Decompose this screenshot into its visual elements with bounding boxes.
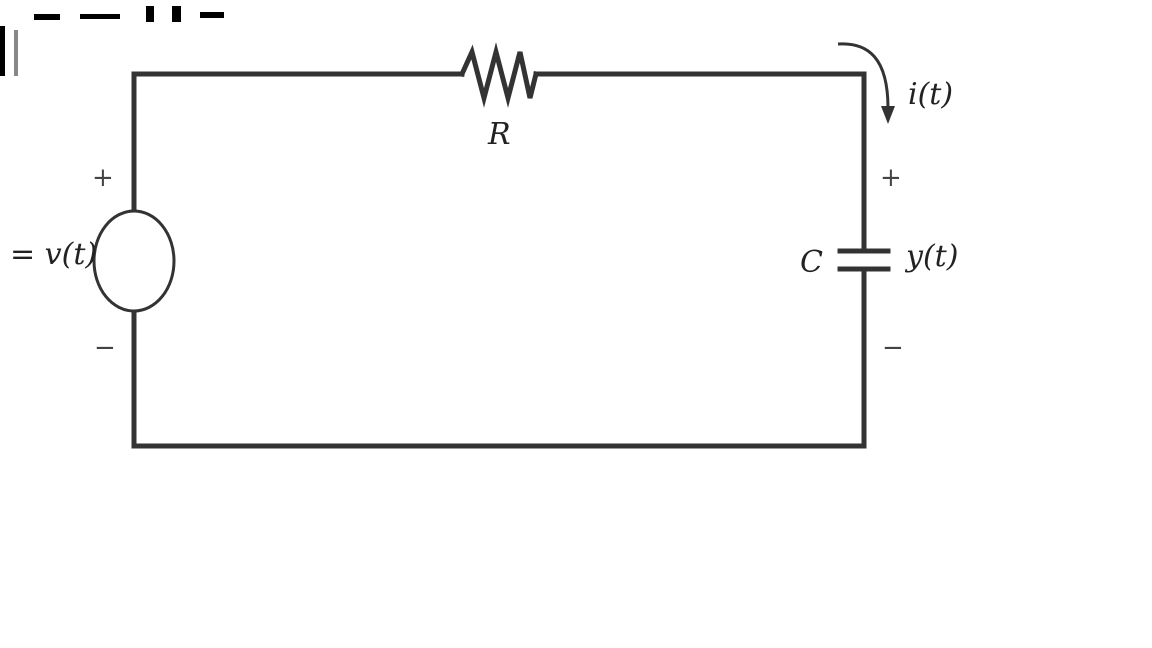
source-label: = v(t) <box>10 237 97 272</box>
source-minus-sign: − <box>94 333 116 363</box>
cropped-text-fragment <box>0 6 224 76</box>
resistor-label: R <box>487 117 511 152</box>
top-right-wire <box>533 71 867 253</box>
output-minus-sign: − <box>882 333 904 363</box>
current-arrowhead-icon <box>881 106 895 124</box>
voltage-source <box>92 209 176 313</box>
output-plus-sign: + <box>880 163 902 193</box>
current-arrow <box>837 42 890 109</box>
output-label: y(t) <box>904 239 958 274</box>
current-label: i(t) <box>908 77 953 112</box>
bottom-wire <box>131 267 867 449</box>
resistor <box>458 42 540 108</box>
top-left-wire <box>131 71 465 215</box>
capacitor-label: C <box>800 245 823 280</box>
source-plus-sign: + <box>92 163 114 193</box>
